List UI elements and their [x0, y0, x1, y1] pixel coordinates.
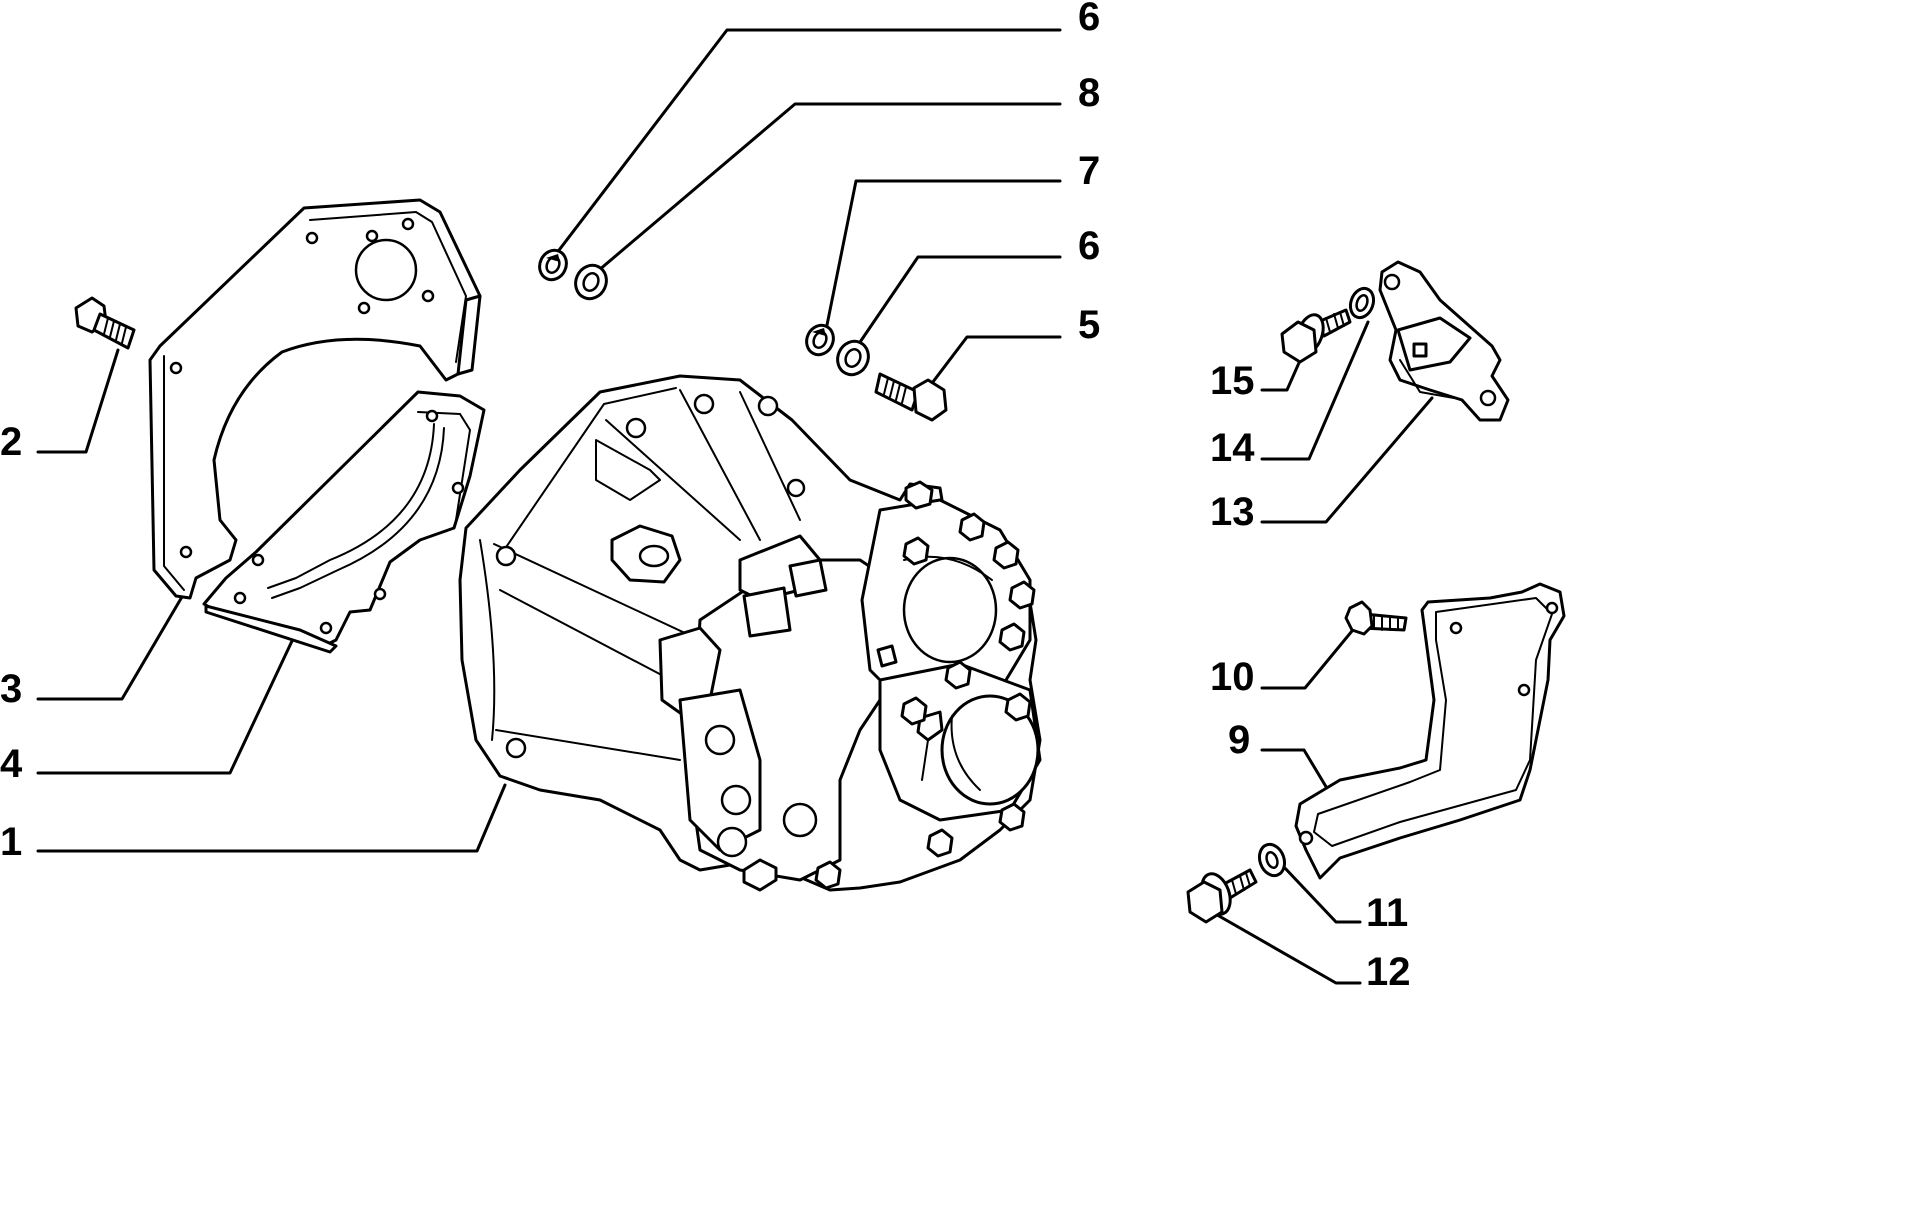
- housing-nuts: [814, 480, 1036, 890]
- leader-line-8: [590, 102, 1062, 278]
- leader-line-1: [36, 783, 507, 853]
- callout-7: 7: [1078, 149, 1100, 193]
- bolt-part-10: [1344, 600, 1408, 636]
- callout-11: 11: [1366, 891, 1408, 935]
- leader-line-9: [1260, 748, 1330, 792]
- callout-5: 5: [1078, 303, 1100, 347]
- exploded-parts-diagram: 6 8 7 6 5 2 3 4 1 15 14 13 10 9 11 12: [0, 0, 1566, 988]
- callout-1: 1: [0, 820, 22, 864]
- leader-line-11: [1281, 864, 1362, 924]
- leader-line-5: [918, 335, 1062, 401]
- leader-line-13: [1260, 396, 1434, 524]
- callout-6-mid: 6: [1078, 224, 1100, 268]
- washer-part-14: [1348, 286, 1376, 320]
- washer-part-11: [1257, 842, 1287, 878]
- leader-line-14: [1260, 320, 1370, 461]
- callout-labels: 6 8 7 6 5 2 3 4 1 15 14 13 10 9 11 12: [0, 0, 1411, 988]
- callout-3: 3: [0, 667, 22, 711]
- callout-2: 2: [0, 420, 22, 464]
- spring-washer-part-7: [805, 323, 835, 357]
- callout-14: 14: [1210, 426, 1255, 470]
- callout-4: 4: [0, 742, 23, 786]
- leader-line-6-top: [551, 28, 1062, 260]
- leader-line-4: [36, 639, 294, 775]
- heat-shield-part-9: [1294, 582, 1566, 880]
- callout-6-top: 6: [1078, 0, 1100, 39]
- callout-12: 12: [1366, 950, 1411, 988]
- callout-8: 8: [1078, 71, 1100, 115]
- leader-lines: [36, 28, 1434, 985]
- bolt-part-12: [1186, 868, 1258, 924]
- washer-part-6-top: [538, 248, 568, 282]
- bolt-part-15: [1280, 308, 1352, 364]
- washer-part-6-mid: [836, 339, 870, 377]
- leader-line-7: [824, 179, 1062, 332]
- callout-15: 15: [1210, 359, 1255, 403]
- leader-line-3: [36, 588, 188, 701]
- bracket-part-13: [1378, 260, 1510, 422]
- leader-line-2: [36, 348, 120, 454]
- callout-13: 13: [1210, 490, 1255, 534]
- cover-plate-part-3: [148, 198, 482, 600]
- bolt-part-2: [74, 296, 136, 350]
- leader-line-15: [1260, 354, 1304, 392]
- leader-line-10: [1260, 629, 1354, 690]
- gearbox-housing-part-1: [458, 374, 1042, 892]
- callout-9: 9: [1228, 718, 1250, 762]
- leader-line-6-mid: [854, 255, 1062, 350]
- washer-part-8: [574, 263, 608, 301]
- leader-line-12: [1210, 910, 1362, 985]
- callout-10: 10: [1210, 655, 1255, 699]
- bolt-part-5: [874, 372, 948, 422]
- cover-plate-part-4: [202, 390, 486, 654]
